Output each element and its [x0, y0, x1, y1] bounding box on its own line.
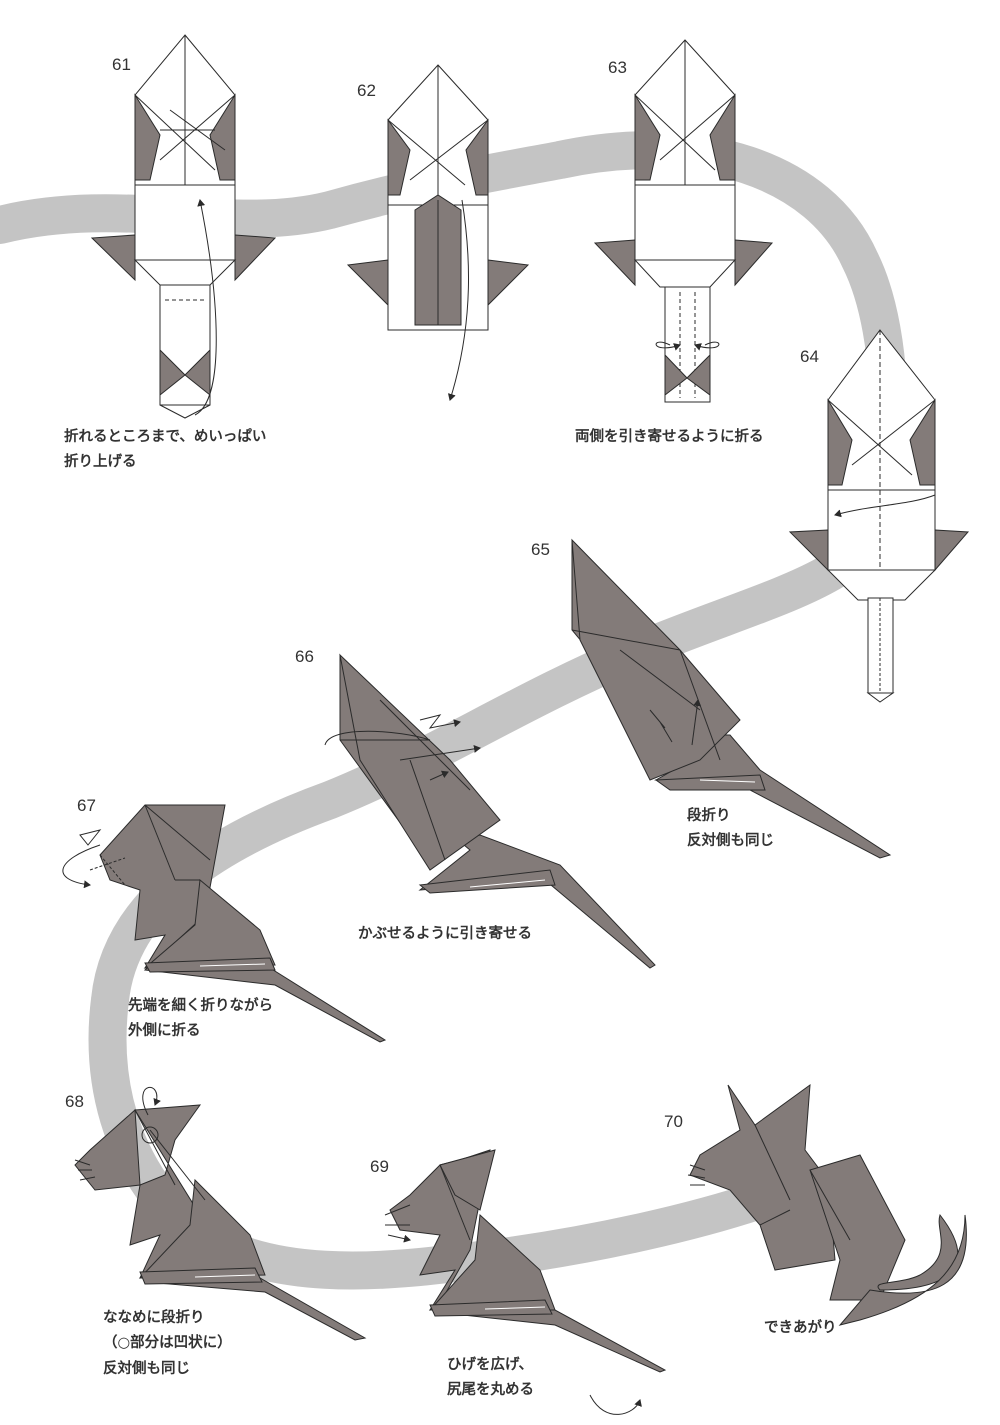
caption-line: 尻尾を丸める: [447, 1382, 534, 1399]
step-number-64: 64: [800, 347, 819, 366]
step-70-caption: できあがり: [764, 1316, 837, 1341]
step-61-figure: [90, 34, 277, 419]
step-69-figure: [384, 1149, 667, 1415]
step-65-figure: [571, 538, 892, 859]
step-number-65: 65: [531, 540, 550, 559]
step-62-figure: [346, 64, 530, 401]
caption-line: できあがり: [764, 1320, 837, 1336]
caption-line: ななめに段折り: [103, 1310, 205, 1326]
step-number-68: 68: [65, 1092, 84, 1111]
step-63-caption: 両側を引き寄せるように折る: [575, 425, 764, 450]
caption-line: 両側を引き寄せるように折る: [575, 429, 764, 445]
step-66-caption: かぶせるように引き寄せる: [358, 922, 532, 947]
step-63-figure: [593, 39, 774, 403]
step-number-67: 67: [77, 796, 96, 815]
caption-line: 折れるところまで、めいっぱい: [64, 429, 267, 445]
step-69-caption: ひげを広げ、 尻尾を丸める: [447, 1353, 534, 1404]
caption-line: 外側に折る: [128, 1023, 201, 1040]
caption-line: 反対側も同じ: [103, 1360, 190, 1377]
step-67-caption: 先端を細く折りながら 外側に折る: [128, 994, 273, 1045]
caption-line: かぶせるように引き寄せる: [358, 926, 532, 942]
step-66-figure: [324, 653, 656, 969]
step-number-70: 70: [664, 1112, 683, 1131]
step-68-figure: [74, 1086, 367, 1341]
step-67-figure: [62, 804, 387, 1043]
step-65-caption: 段折り 反対側も同じ: [687, 804, 774, 855]
step-68-caption: ななめに段折り （○部分は凹状に） 反対側も同じ: [103, 1306, 232, 1382]
step-number-61: 61: [112, 55, 131, 74]
caption-line: ひげを広げ、: [447, 1357, 533, 1373]
caption-line: 折り上げる: [64, 454, 137, 471]
step-number-63: 63: [608, 58, 627, 77]
caption-line: 段折り: [687, 808, 731, 824]
step-61-caption: 折れるところまで、めいっぱい 折り上げる: [64, 425, 266, 476]
caption-line: 先端を細く折りながら: [128, 998, 273, 1014]
step-number-69: 69: [370, 1157, 389, 1176]
step-number-62: 62: [357, 81, 376, 100]
step-70-figure: [687, 1083, 967, 1326]
step-number-66: 66: [295, 647, 314, 666]
step-64-figure: [788, 329, 970, 703]
caption-line: 反対側も同じ: [687, 833, 774, 850]
caption-line: （○部分は凹状に）: [103, 1335, 232, 1352]
